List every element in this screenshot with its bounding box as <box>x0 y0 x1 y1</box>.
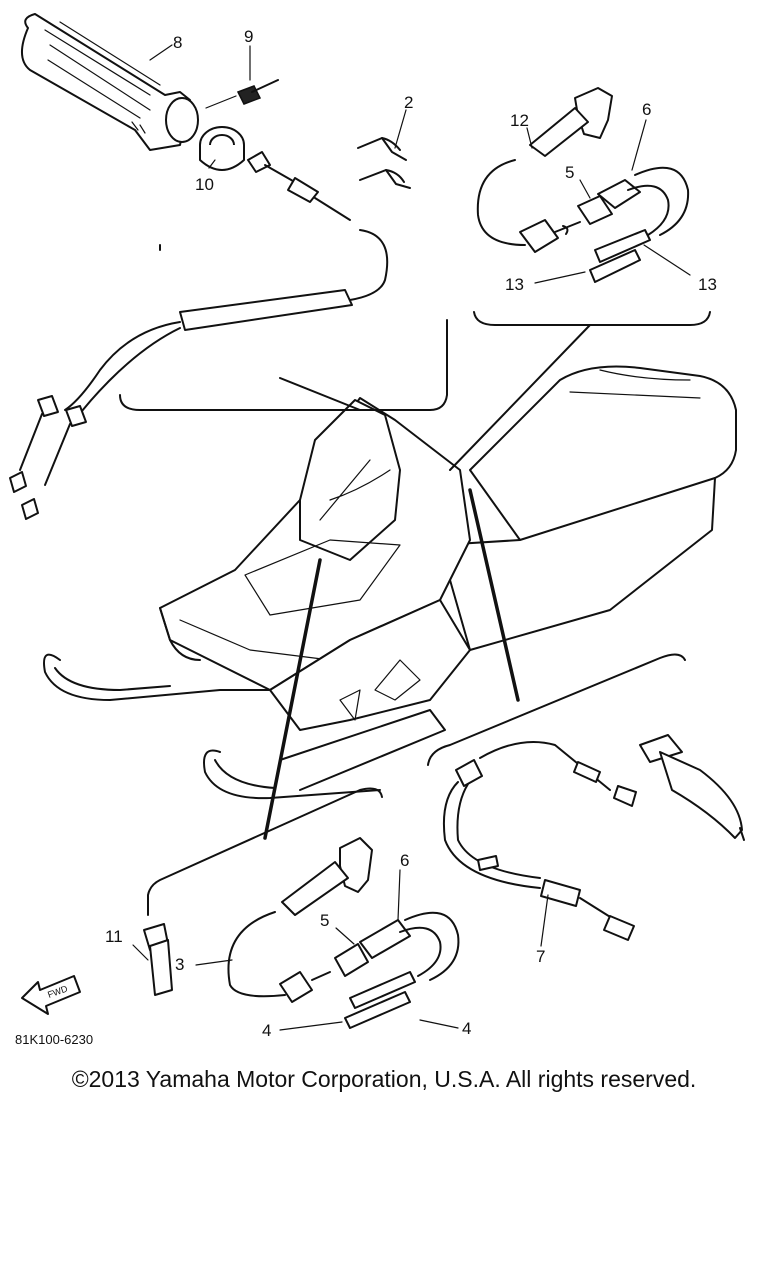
callout-5-bottom: 5 <box>320 911 329 930</box>
key-11 <box>143 923 173 996</box>
callout-12: 12 <box>510 111 529 130</box>
throttle-grip-8 <box>21 13 199 151</box>
callout-13-right: 13 <box>698 275 717 294</box>
forward-arrow-icon: FWD <box>21 975 81 1015</box>
callout-6-top: 6 <box>642 100 651 119</box>
callout-9: 9 <box>244 27 253 46</box>
collar-10 <box>199 126 245 171</box>
leader-lines <box>119 244 711 916</box>
brake-lever <box>639 734 745 841</box>
brake-cable-7 <box>442 741 637 941</box>
callout-labels: 8 9 2 10 12 6 5 13 13 6 5 11 3 4 4 7 81K… <box>15 27 717 1047</box>
snowmobile-body <box>43 365 737 800</box>
diagram-code: 81K100-6230 <box>15 1032 93 1047</box>
throttle-cable <box>9 151 389 520</box>
callout-4-right: 4 <box>462 1019 471 1038</box>
parts-diagram: FWD 8 9 2 10 12 6 5 13 13 6 5 11 3 4 4 <box>9 13 745 1047</box>
callout-10: 10 <box>195 175 214 194</box>
callout-leaders <box>132 44 691 1031</box>
switch-assembly-top <box>476 87 690 283</box>
switch-assembly-bottom <box>227 837 460 1029</box>
callout-4-left: 4 <box>262 1021 271 1040</box>
callout-11: 11 <box>105 927 123 946</box>
callout-3: 3 <box>175 955 184 974</box>
clip-2 <box>357 137 411 189</box>
callout-8: 8 <box>173 33 182 52</box>
callout-7: 7 <box>536 947 545 966</box>
bolt-9 <box>205 79 279 109</box>
callout-2: 2 <box>404 93 413 112</box>
callout-5-top: 5 <box>565 163 574 182</box>
copyright-notice: ©2013 Yamaha Motor Corporation, U.S.A. A… <box>71 1066 697 1092</box>
callout-6-bottom: 6 <box>400 851 409 870</box>
callout-13-left: 13 <box>505 275 524 294</box>
